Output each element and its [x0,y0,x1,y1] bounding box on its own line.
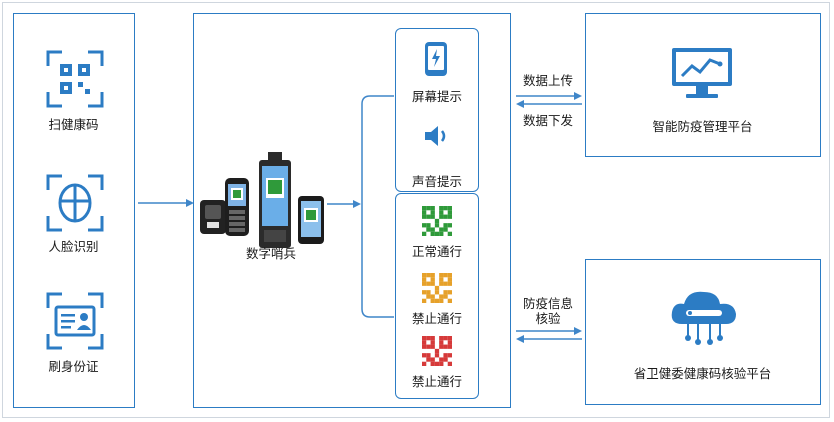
arrow-verify-out [516,327,582,335]
device-label: 数字哨兵 [245,246,296,261]
pass-result-box: 正常通行 禁止通行 禁止通行 [395,193,479,399]
methods-panel: 扫健康码 人脸识别 刷身份证 [13,13,135,408]
prompt-label-sound: 声音提示 [411,174,462,189]
smart-platform-label: 智能防疫管理平台 [652,119,753,134]
arrow-download [516,100,582,108]
prompt-label-screen: 屏幕提示 [411,89,462,104]
face-scan-icon [46,174,104,232]
link-label-verify-1: 防疫信息 [522,296,573,311]
pass-label-normal: 正常通行 [411,244,462,259]
link-label-download: 数据下发 [522,113,573,128]
device-panel: 数字哨兵 屏幕提示 声音提示 正常通行 禁止通行 [193,13,511,408]
province-platform-panel: 省卫健委健康码核验平台 [585,259,821,405]
link-label-upload: 数据上传 [522,73,573,88]
method-label-id: 刷身份证 [48,359,99,374]
prompt-box: 屏幕提示 声音提示 [395,28,479,192]
id-card-icon [46,292,104,350]
link-label-verify-2: 核验 [535,311,561,326]
qr-scan-icon [46,50,104,108]
arrow-methods-to-device [138,199,194,207]
pass-label-forbidden-yellow: 禁止通行 [411,311,462,326]
yellow-qr-icon [422,273,452,303]
speaker-icon [423,124,451,148]
branch-bracket [361,95,394,318]
method-label-qr: 扫健康码 [48,117,99,132]
diagram-frame [2,2,830,418]
method-label-face: 人脸识别 [48,239,99,254]
monitor-chart-icon [670,46,734,100]
cloud-network-icon [668,286,740,348]
arrow-device-to-branch [327,200,361,208]
arrow-verify-in [516,335,582,343]
green-qr-icon [422,206,452,236]
devices-illustration [198,152,328,252]
arrow-upload [516,92,582,100]
province-platform-label: 省卫健委健康码核验平台 [633,366,772,381]
pass-label-forbidden-red: 禁止通行 [411,374,462,389]
phone-screen-icon [424,41,448,77]
red-qr-icon [422,336,452,366]
smart-platform-panel: 智能防疫管理平台 [585,13,821,157]
